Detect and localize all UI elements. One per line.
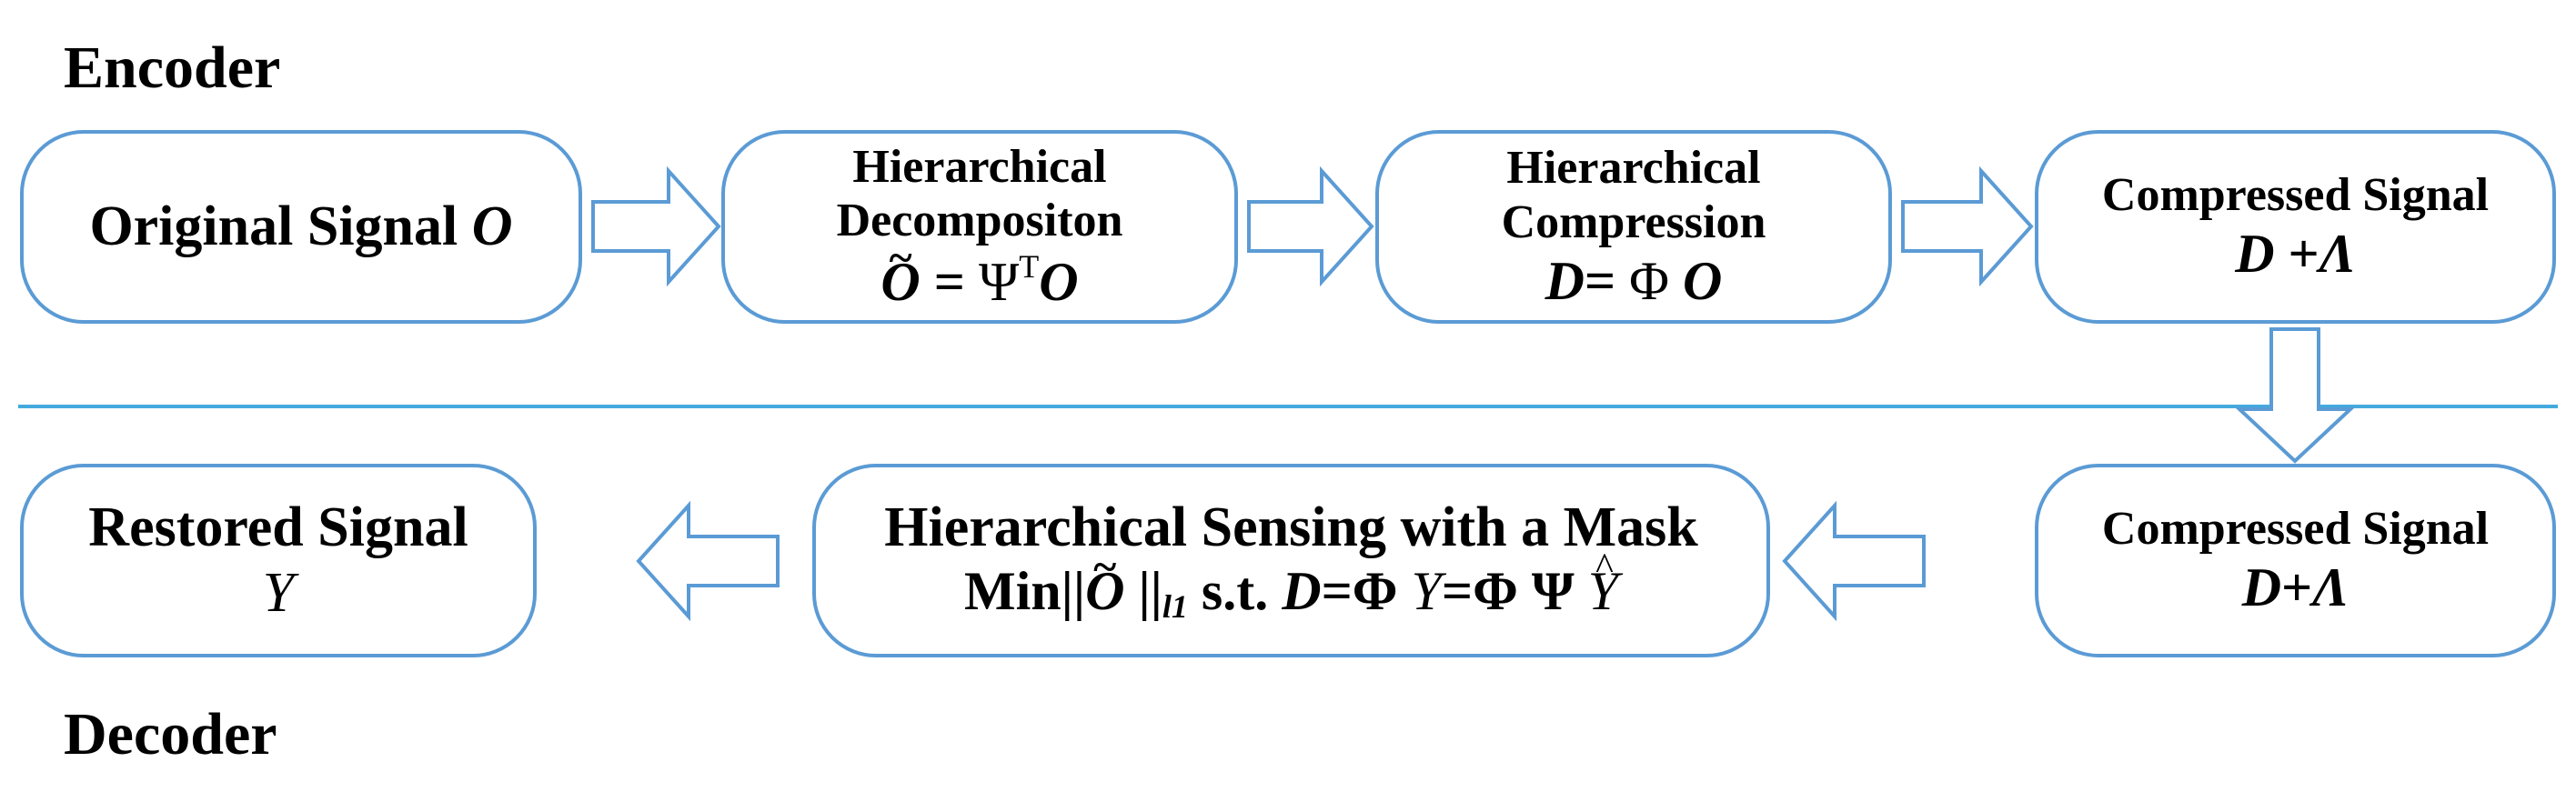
compression-line1: Hierarchical (1506, 142, 1761, 195)
hierarchical-sensing-box: Hierarchical Sensing with a Mask Min||O … (812, 464, 1770, 657)
encoder-label: Encoder (64, 35, 281, 101)
arrow-left-2 (636, 500, 780, 622)
encoder-decoder-divider (18, 405, 2558, 408)
arrow-right-1 (591, 165, 721, 287)
decoder-label: Decoder (64, 701, 277, 767)
sensing-label: Hierarchical Sensing with a Mask (884, 496, 1698, 558)
original-signal-label: Original Signal O (89, 195, 513, 257)
compressed-signal-bottom-equation: D+Λ (2241, 556, 2350, 617)
compressed-signal-top-label: Compressed Signal (2101, 169, 2490, 222)
sensing-equation: Min||O ||l1 s.t. D=Φ Y=Φ Ψ Y (964, 560, 1618, 626)
compressed-signal-bottom-box: Compressed Signal D+Λ (2035, 464, 2556, 657)
compressed-signal-top-equation: D +Λ (2235, 223, 2356, 284)
hierarchical-decomposition-box: Hierarchical Decompositon O = ΨTO (721, 130, 1238, 324)
compression-equation: D= Φ O (1545, 250, 1723, 311)
restored-signal-var: Y (262, 561, 295, 624)
arrow-down (2234, 327, 2356, 464)
arrow-right-2 (1247, 165, 1374, 287)
arrow-left-1 (1782, 500, 1926, 622)
compressed-signal-bottom-label: Compressed Signal (2101, 503, 2490, 556)
arrow-right-3 (1901, 165, 2034, 287)
restored-signal-box: Restored Signal Y (20, 464, 537, 657)
decomposition-line2: Decompositon (836, 195, 1123, 247)
original-signal-box: Original Signal O (20, 130, 582, 324)
compression-line2: Compression (1501, 196, 1766, 248)
compressed-signal-top-box: Compressed Signal D +Λ (2035, 130, 2556, 324)
hierarchical-compression-box: Hierarchical Compression D= Φ O (1375, 130, 1892, 324)
decomposition-equation: O = ΨTO (880, 248, 1078, 314)
decomposition-line1: Hierarchical (852, 140, 1107, 193)
restored-signal-label: Restored Signal (88, 496, 468, 559)
